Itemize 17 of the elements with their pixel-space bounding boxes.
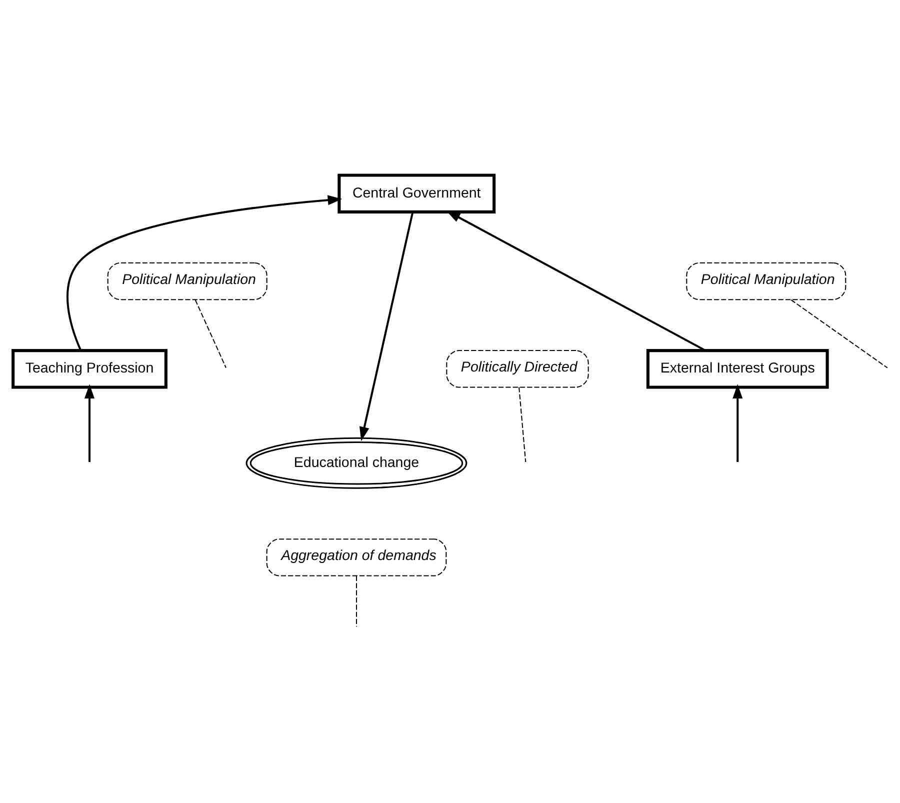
arrow	[66, 195, 342, 351]
node-box: Central Government	[337, 174, 496, 214]
connector	[194, 300, 226, 368]
arrow	[84, 384, 94, 462]
connector	[518, 387, 526, 462]
node-box: External Interest Groups	[646, 349, 828, 389]
node-box: Politically Directed	[446, 350, 588, 388]
node-box: Political Manipulation	[106, 262, 267, 300]
connector	[355, 576, 356, 627]
node-box: Teaching Profession	[11, 349, 167, 389]
node-box: Aggregation of demands	[266, 538, 446, 576]
connector	[790, 299, 888, 368]
node-ellipse: Educational change	[245, 437, 467, 489]
arrow	[446, 210, 706, 352]
arrow	[358, 212, 414, 442]
arrow	[732, 384, 742, 462]
node-box: Political Manipulation	[686, 262, 846, 300]
